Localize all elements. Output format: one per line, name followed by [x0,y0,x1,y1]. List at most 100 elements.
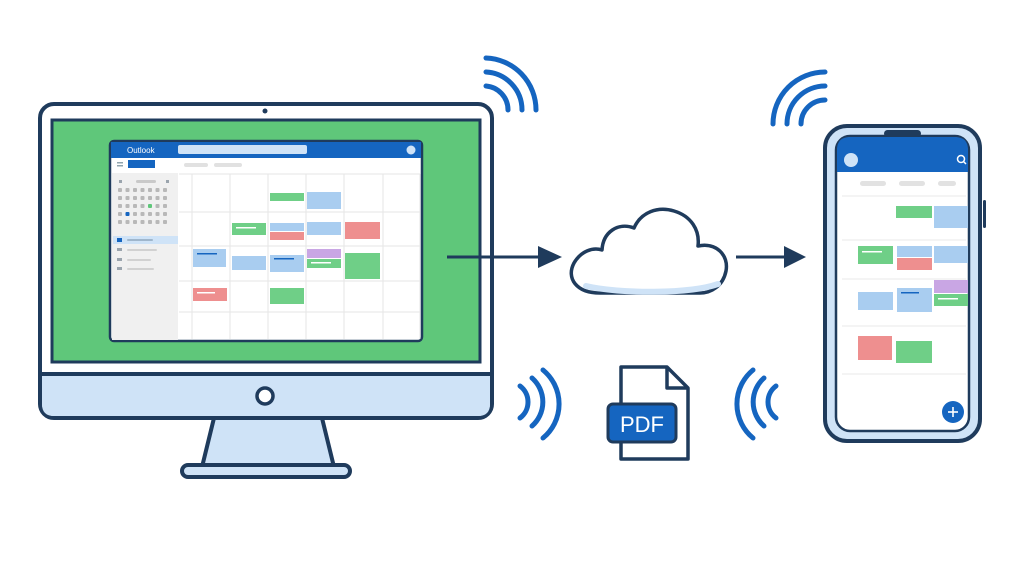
plus-icon [948,407,958,417]
mini-calendar-day[interactable] [148,204,152,208]
calendar-event[interactable] [896,341,932,363]
calendar-event[interactable] [193,288,227,301]
calendar-event[interactable] [897,288,932,312]
calendar-event[interactable] [307,249,341,258]
mini-calendar-day[interactable] [118,204,122,208]
wifi-waves-icon [483,55,539,113]
phone-tab[interactable] [860,181,886,186]
mini-calendar-day[interactable] [140,212,145,216]
calendar-event[interactable] [307,192,341,209]
calendar-event[interactable] [934,280,968,293]
mini-calendar-day[interactable] [118,212,122,216]
arrow-right-icon [447,246,562,268]
mini-calendar-day[interactable] [118,188,122,192]
search-icon[interactable] [956,154,967,165]
calendar-event[interactable] [858,292,893,310]
calendar-event[interactable] [897,246,932,257]
calendar-grid [179,173,421,339]
sidebar-item[interactable] [127,249,157,251]
mini-calendar-day[interactable] [140,188,145,192]
mini-calendar-day[interactable] [148,196,152,200]
mini-calendar-day[interactable] [118,220,122,224]
calendar-event[interactable] [232,223,266,235]
mini-calendar-day[interactable] [163,212,167,216]
sidebar-item[interactable] [127,268,154,270]
wifi-waves-icon [734,367,779,441]
calendar-event[interactable] [270,255,304,272]
power-button [255,386,275,406]
mini-calendar-day[interactable] [155,188,160,192]
calendar-event[interactable] [270,232,304,240]
phone-tab[interactable] [899,181,925,186]
mini-calendar-day[interactable] [125,204,130,208]
mini-calendar-day[interactable] [148,220,152,224]
chevron-right-icon[interactable] [166,180,169,183]
phone-tab[interactable] [938,181,956,186]
calendar-event[interactable] [270,223,304,231]
mini-calendar-day[interactable] [125,196,130,200]
mini-calendar [118,180,169,224]
calendar-event[interactable] [896,206,932,218]
pdf-label: PDF [620,412,664,437]
mini-calendar-day[interactable] [140,196,145,200]
mini-calendar-day[interactable] [140,220,145,224]
calendar-event[interactable] [858,336,892,360]
calendar-event[interactable] [270,288,304,304]
calendar-event[interactable] [897,258,932,270]
calendar-icon [117,238,122,242]
mini-calendar-day[interactable] [155,204,160,208]
avatar-icon[interactable] [844,153,858,167]
pdf-badge [606,402,678,444]
mini-calendar-day[interactable] [140,204,145,208]
monitor-base [180,463,352,479]
mini-calendar-day[interactable] [133,204,137,208]
desktop-monitor: Outlook [38,102,494,479]
mini-calendar-day[interactable] [133,212,137,216]
app-title: Outlook [127,146,156,155]
sidebar-item[interactable] [127,259,151,261]
mini-calendar-day[interactable] [125,188,130,192]
wifi-waves-icon [770,69,828,127]
mini-calendar-day[interactable] [133,220,137,224]
mini-calendar-day[interactable] [163,188,167,192]
mini-calendar-day[interactable] [133,196,137,200]
menu-icon[interactable] [117,162,123,164]
calendar-event[interactable] [934,294,968,306]
phone-side-button [983,200,986,228]
arrow-right-icon [736,246,806,268]
monitor-stand [200,416,336,469]
mini-calendar-day[interactable] [163,196,167,200]
outlook-sidebar [112,173,178,340]
mini-calendar-day[interactable] [133,188,137,192]
new-event-button[interactable] [128,160,155,168]
calendar-event[interactable] [858,246,893,264]
mini-calendar-day[interactable] [155,220,160,224]
smartphone [823,124,986,443]
calendar-event[interactable] [193,249,226,267]
avatar-icon[interactable] [406,145,416,155]
mini-calendar-day[interactable] [148,212,152,216]
mini-calendar-day[interactable] [163,204,167,208]
mini-calendar-day[interactable] [155,212,160,216]
calendar-event[interactable] [345,253,380,279]
mini-calendar-day[interactable] [118,196,122,200]
mini-calendar-day[interactable] [148,188,152,192]
outlook-window: Outlook [108,139,424,343]
mini-calendar-day[interactable] [125,220,130,224]
mini-calendar-day[interactable] [125,212,130,216]
search-input[interactable] [178,145,307,154]
webcam [262,108,268,114]
calendar-event[interactable] [232,256,266,270]
calendar-event[interactable] [934,246,968,263]
sidebar-item-icon [117,267,122,270]
calendar-event[interactable] [270,193,304,201]
mini-calendar-day[interactable] [163,220,167,224]
chevron-left-icon[interactable] [119,180,122,183]
calendar-event[interactable] [345,222,380,239]
calendar-event[interactable] [307,222,341,235]
mini-calendar-day[interactable] [155,196,160,200]
phone-header [837,137,968,172]
calendar-event[interactable] [934,206,968,228]
